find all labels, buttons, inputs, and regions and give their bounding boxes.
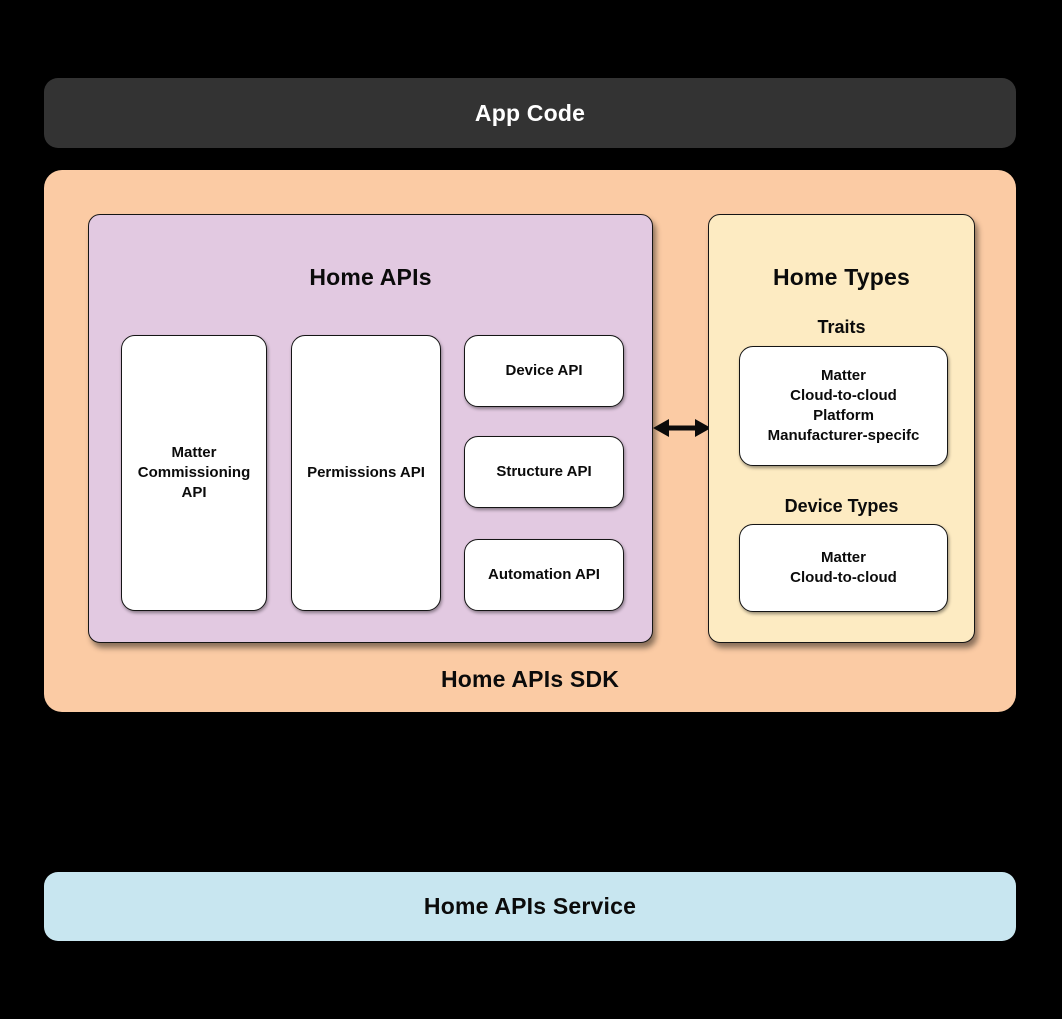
home-apis-service-box: Home APIs Service <box>44 872 1016 941</box>
structure-api-label: Structure API <box>496 463 592 480</box>
app-code-label: App Code <box>474 99 586 126</box>
device-types-heading: Device Types <box>784 496 899 516</box>
home-types-panel: Home Types Traits Matter Cloud-to-cloud … <box>708 214 975 643</box>
app-code-box: App Code <box>44 78 1016 148</box>
home-types-title: Home Types <box>772 264 911 290</box>
matter-commissioning-api-label: Matter Commissioning API <box>137 444 251 501</box>
home-apis-sdk-box: Home APIs Matter Commissioning API Permi… <box>44 170 1016 712</box>
structure-api-box: Structure API <box>464 436 624 508</box>
device-types-items: Matter Cloud-to-cloud <box>790 549 897 586</box>
permissions-api-label: Permissions API <box>307 464 425 481</box>
matter-commissioning-api-box: Matter Commissioning API <box>121 335 267 611</box>
automation-api-box: Automation API <box>464 539 624 611</box>
home-apis-service-label: Home APIs Service <box>423 893 637 919</box>
traits-heading: Traits <box>817 317 866 337</box>
home-apis-title: Home APIs <box>309 264 432 290</box>
home-apis-panel: Home APIs Matter Commissioning API Permi… <box>88 214 653 643</box>
device-api-label: Device API <box>505 362 583 379</box>
automation-api-label: Automation API <box>488 566 600 583</box>
traits-box: Matter Cloud-to-cloud Platform Manufactu… <box>739 346 948 466</box>
traits-items: Matter Cloud-to-cloud Platform Manufactu… <box>767 367 920 444</box>
home-apis-sdk-label: Home APIs SDK <box>440 666 620 692</box>
bidirectional-arrow-icon <box>653 417 711 439</box>
permissions-api-box: Permissions API <box>291 335 441 611</box>
device-api-box: Device API <box>464 335 624 407</box>
device-types-box: Matter Cloud-to-cloud <box>739 524 948 612</box>
